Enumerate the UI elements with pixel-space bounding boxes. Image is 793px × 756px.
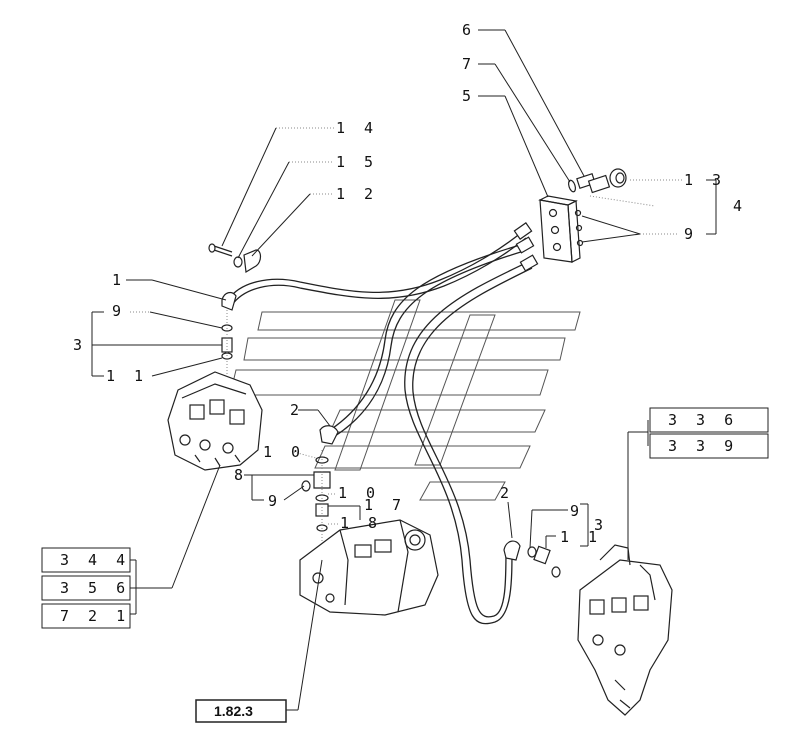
callout-13: 1 3	[684, 171, 726, 189]
control-valve-left	[167, 371, 263, 471]
mounting-bracket	[538, 195, 584, 263]
callout-4: 4	[733, 197, 747, 215]
ref-356-label: 3 5 6	[60, 579, 130, 597]
clamp-assembly	[208, 243, 262, 273]
middle-fittings	[301, 450, 331, 560]
callout-17: 1 7	[364, 496, 406, 514]
callout-11-left: 1 1	[106, 367, 148, 385]
callout-10-bottom: 1 0	[338, 484, 380, 502]
reference-box-344[interactable]: 3 4 4	[41, 547, 131, 573]
callout-9-lower: 9	[570, 502, 584, 520]
callout-8: 8	[234, 466, 248, 484]
callout-9-mid: 9	[268, 492, 282, 510]
callout-5: 5	[462, 87, 476, 105]
callout-2-right: 2	[500, 484, 514, 502]
callout-9-left: 9	[112, 302, 126, 320]
section-ref-label: 1.82.3	[214, 703, 253, 719]
ref-339-label: 3 3 9	[668, 437, 738, 455]
control-valve-right	[577, 544, 673, 716]
callout-10-top: 1 0	[263, 443, 305, 461]
ref-344-label: 3 4 4	[60, 551, 130, 569]
reference-box-721[interactable]: 7 2 1	[41, 603, 131, 629]
callout-6: 6	[462, 21, 476, 39]
callout-9-right: 9	[684, 225, 698, 243]
callout-labels: 6 7 5 1 4 1 5 1 2 1 3 4 9 1 9 3 1 1 2 1 …	[73, 21, 747, 546]
callout-11-lower: 1 1	[560, 528, 602, 546]
watermark-logo	[229, 299, 581, 501]
callout-3-left: 3	[73, 336, 87, 354]
callout-15: 1 5	[336, 153, 378, 171]
callout-2-mid: 2	[290, 401, 304, 419]
bolt-and-fitting-assembly	[567, 168, 627, 194]
callout-12: 1 2	[336, 185, 378, 203]
reference-box-356[interactable]: 3 5 6	[41, 575, 131, 601]
callout-18: 1 8	[340, 514, 382, 532]
ref-336-label: 3 3 6	[668, 411, 738, 429]
section-reference-box[interactable]: 1.82.3	[195, 699, 287, 723]
reference-box-339[interactable]: 3 3 9	[649, 433, 769, 459]
lower-right-fittings	[527, 545, 561, 578]
ref-721-label: 7 2 1	[60, 607, 130, 625]
callout-7: 7	[462, 55, 476, 73]
hydraulic-hoses	[221, 222, 539, 625]
leader-lines	[91, 29, 717, 711]
callout-3-lower: 3	[594, 516, 608, 534]
callout-14: 1 4	[336, 119, 378, 137]
callout-1: 1	[112, 271, 126, 289]
reference-box-336[interactable]: 3 3 6	[649, 407, 769, 433]
